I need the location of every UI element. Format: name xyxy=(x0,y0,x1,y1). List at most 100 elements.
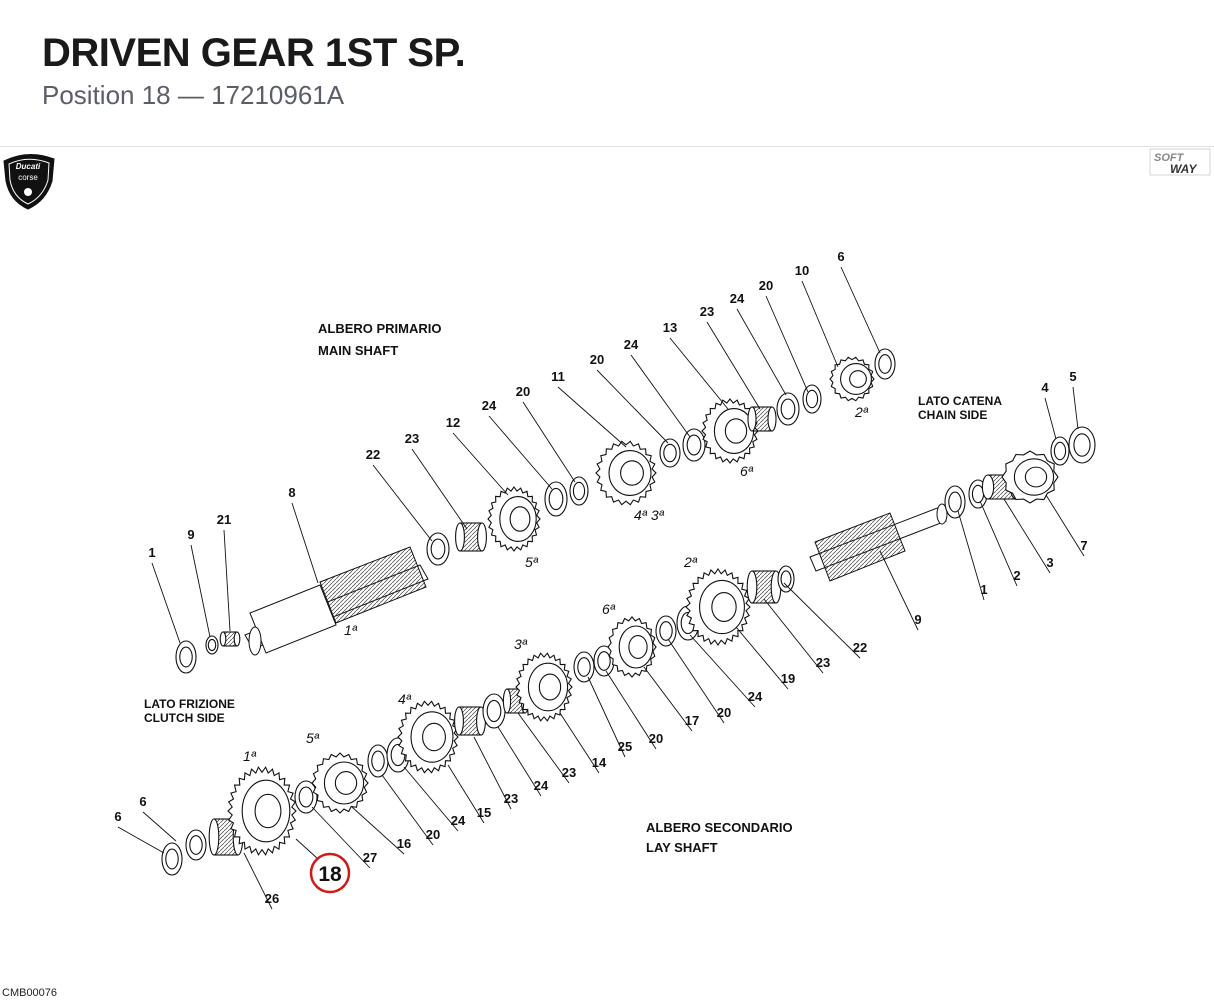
callout-22[interactable]: 22 xyxy=(366,447,380,462)
washer-5 xyxy=(1068,426,1096,464)
washer-24-main xyxy=(544,481,568,517)
gear-mark: 6ª xyxy=(740,463,754,479)
callout-24[interactable]: 24 xyxy=(748,689,763,704)
callout-19[interactable]: 19 xyxy=(781,671,795,686)
washer-27-lay xyxy=(294,780,318,814)
callout-1[interactable]: 1 xyxy=(148,545,155,560)
exploded-diagram: Ducati corse SOFT WAY ALBERO PRIMARIO MA… xyxy=(0,147,1214,1003)
bearing-21-main xyxy=(219,631,241,647)
washer-22-main xyxy=(426,532,450,566)
page-header: DRIVEN GEAR 1ST SP. Position 18 — 172109… xyxy=(42,30,1182,112)
callout-6[interactable]: 6 xyxy=(837,249,844,264)
gear-6th-lay xyxy=(607,616,657,678)
callout-12[interactable]: 12 xyxy=(446,415,460,430)
callout-9[interactable]: 9 xyxy=(914,612,921,627)
callout-3[interactable]: 3 xyxy=(1046,555,1053,570)
callout-4[interactable]: 4 xyxy=(1041,380,1049,395)
gear-2nd-lay xyxy=(685,568,751,646)
clutch-side-label-it: LATO FRIZIONE xyxy=(144,697,235,711)
page-subtitle: Position 18 — 17210961A xyxy=(42,80,345,110)
callout-24[interactable]: 24 xyxy=(534,778,549,793)
washer-20-lay-b xyxy=(593,645,615,677)
callout-1[interactable]: 1 xyxy=(980,582,987,597)
callout-24[interactable]: 24 xyxy=(624,337,639,352)
washer-20-lay xyxy=(367,744,389,778)
gear-mark: 4ª xyxy=(398,691,412,707)
callout-27[interactable]: 27 xyxy=(363,850,377,865)
callout-23[interactable]: 23 xyxy=(504,791,518,806)
callout-2[interactable]: 2 xyxy=(1013,568,1020,583)
washer-1-lay-end xyxy=(944,485,966,519)
gear-6th-main xyxy=(701,398,759,464)
callout-26[interactable]: 26 xyxy=(265,891,279,906)
washer-6-main xyxy=(874,348,896,380)
washer-24-main-c xyxy=(776,392,800,426)
highlight-position-18[interactable]: 18 xyxy=(295,838,351,894)
bearing-23-lay-c xyxy=(746,570,782,604)
callout-14[interactable]: 14 xyxy=(592,755,607,770)
callout-24[interactable]: 24 xyxy=(730,291,745,306)
callout-23[interactable]: 23 xyxy=(816,655,830,670)
callout-23[interactable]: 23 xyxy=(700,304,714,319)
gear-mark: 5ª xyxy=(306,730,320,746)
callout-20[interactable]: 20 xyxy=(759,278,773,293)
main-shaft xyxy=(244,503,948,656)
gear-2nd-main xyxy=(829,356,875,402)
highlight-label: 18 xyxy=(318,863,342,886)
callout-10[interactable]: 10 xyxy=(795,263,809,278)
clutch-side-label-en: CLUTCH SIDE xyxy=(144,711,225,725)
callout-17[interactable]: 17 xyxy=(685,713,699,728)
callout-8[interactable]: 8 xyxy=(288,485,295,500)
gear-4th-lay xyxy=(397,700,459,774)
lay-shaft-label-en: LAY SHAFT xyxy=(646,840,718,855)
lay-shaft-label-it: ALBERO SECONDARIO xyxy=(646,820,793,835)
callout-13[interactable]: 13 xyxy=(663,320,677,335)
washer-24-lay-b xyxy=(482,693,506,729)
callout-9[interactable]: 9 xyxy=(187,527,194,542)
sprocket-7 xyxy=(1001,450,1059,504)
callout-24[interactable]: 24 xyxy=(451,813,466,828)
washer-6-lay xyxy=(161,842,183,876)
washer-1-main xyxy=(175,640,197,674)
ducati-corse-logo: Ducati corse xyxy=(3,154,55,210)
chain-side-label-it: LATO CATENA xyxy=(918,394,1002,408)
softway-logo-line1: SOFT xyxy=(1154,152,1185,164)
gear-mark: 1ª xyxy=(344,622,358,638)
callout-24[interactable]: 24 xyxy=(482,398,497,413)
callout-20[interactable]: 20 xyxy=(516,384,530,399)
callout-20[interactable]: 20 xyxy=(590,352,604,367)
washer-9-main xyxy=(205,635,219,655)
gear-mark: 2ª xyxy=(854,404,869,420)
main-shaft-label-it: ALBERO PRIMARIO xyxy=(318,321,442,336)
callout-16[interactable]: 16 xyxy=(397,836,411,851)
washer-22-lay xyxy=(777,565,795,593)
callout-23[interactable]: 23 xyxy=(562,765,576,780)
callout-15[interactable]: 15 xyxy=(477,805,491,820)
callout-22[interactable]: 22 xyxy=(853,640,867,655)
gear-mark: 2ª xyxy=(683,554,698,570)
gear-mark: 1ª xyxy=(243,748,257,764)
callout-20[interactable]: 20 xyxy=(426,827,440,842)
chain-side-label-en: CHAIN SIDE xyxy=(918,408,987,422)
callout-23[interactable]: 23 xyxy=(405,431,419,446)
washer-25-lay xyxy=(573,651,595,683)
callout-7[interactable]: 7 xyxy=(1080,538,1087,553)
callout-6[interactable]: 6 xyxy=(139,794,146,809)
gear-1st-lay xyxy=(227,766,297,856)
callout-11[interactable]: 11 xyxy=(551,369,565,384)
callout-21[interactable]: 21 xyxy=(217,512,231,527)
gear-mark: 6ª xyxy=(602,601,616,617)
bearing-23-main xyxy=(455,522,487,552)
callout-6[interactable]: 6 xyxy=(114,809,121,824)
gear-5th-lay xyxy=(311,752,369,814)
callout-5[interactable]: 5 xyxy=(1069,369,1076,384)
washer-24-main-b xyxy=(682,428,706,462)
gear-mark: 3ª xyxy=(514,636,528,652)
main-shaft-label-en: MAIN SHAFT xyxy=(318,343,398,358)
callout-20[interactable]: 20 xyxy=(717,705,731,720)
gear-3rd-lay xyxy=(515,652,573,722)
callout-25[interactable]: 25 xyxy=(618,739,632,754)
gear-mark: 5ª xyxy=(525,554,539,570)
highlight-circle xyxy=(309,852,351,894)
callout-20[interactable]: 20 xyxy=(649,731,663,746)
